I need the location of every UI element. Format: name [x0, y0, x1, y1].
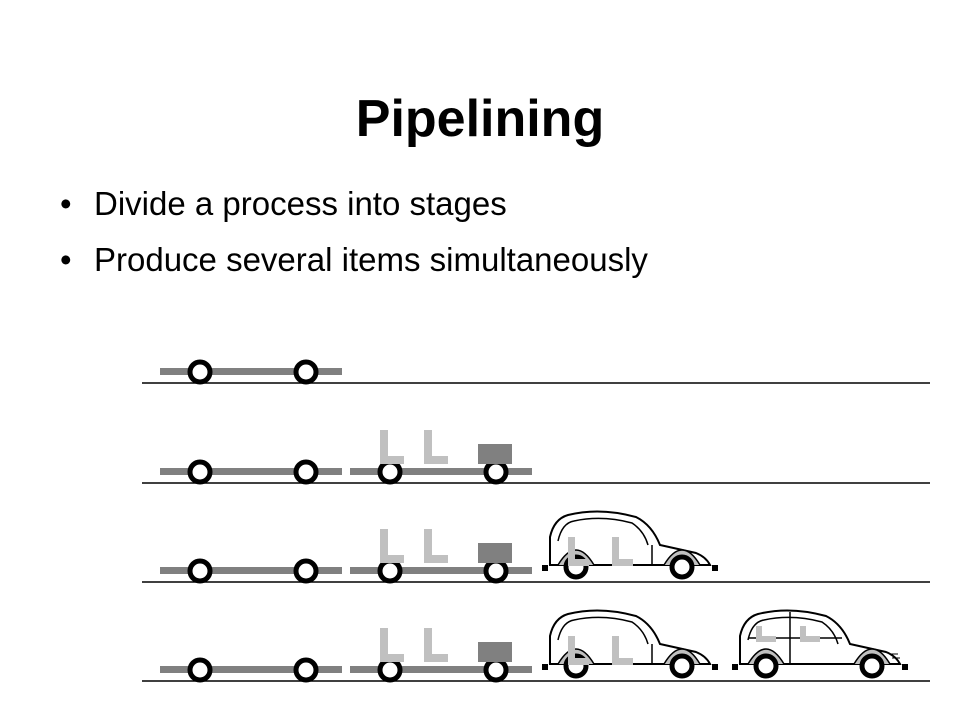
- front-seat: [380, 430, 404, 464]
- stage-chassis: [160, 558, 342, 584]
- wheel: [187, 459, 213, 485]
- front-seat: [380, 628, 404, 662]
- pipeline-row: [142, 359, 930, 385]
- wheel: [859, 653, 885, 679]
- front-bumper: [712, 664, 718, 670]
- engine-block: [478, 543, 512, 563]
- front-seat: [568, 636, 589, 665]
- car-window-line: [557, 517, 649, 546]
- wheel: [293, 359, 319, 385]
- bullet-glyph: •: [60, 185, 72, 222]
- front-bumper: [712, 565, 718, 571]
- wheel: [187, 359, 213, 385]
- rear-seat: [424, 430, 448, 464]
- stage-chassis: [160, 359, 342, 385]
- stage-body: [542, 510, 718, 580]
- headlight: [890, 653, 900, 659]
- front-seat: [380, 529, 404, 563]
- wheel: [669, 554, 695, 580]
- engine-block: [478, 444, 512, 464]
- bullet-text: Produce several items simultaneously: [94, 241, 648, 278]
- pipeline-row: [142, 609, 930, 683]
- stage-seats: [350, 529, 532, 584]
- wheel: [377, 558, 403, 584]
- front-bumper: [902, 664, 908, 670]
- rear-seat: [612, 537, 633, 566]
- pipeline-row: [142, 430, 930, 485]
- stage-body: [542, 609, 718, 679]
- pipeline-row: [142, 510, 930, 584]
- engine-block: [478, 642, 512, 662]
- rear-seat: [800, 626, 820, 642]
- stage-seats: [350, 430, 532, 485]
- bullet-item: • Divide a process into stages: [60, 176, 648, 232]
- bullet-text: Divide a process into stages: [94, 185, 507, 222]
- stage-seats: [350, 628, 532, 683]
- wheel: [753, 653, 779, 679]
- bullet-glyph: •: [60, 241, 72, 278]
- slide-title: Pipelining: [355, 89, 605, 148]
- rear-seat: [612, 636, 633, 665]
- wheel: [483, 657, 509, 683]
- stage-finished-car: [732, 609, 908, 679]
- car-window-line: [747, 616, 839, 645]
- rear-bumper: [542, 664, 548, 670]
- car-window-line: [557, 616, 649, 645]
- chassis-bar: [160, 468, 342, 475]
- chassis-bar: [350, 567, 532, 574]
- bullet-item: • Produce several items simultaneously: [60, 232, 648, 288]
- rear-seat: [424, 628, 448, 662]
- wheel: [669, 653, 695, 679]
- rear-bumper: [732, 664, 738, 670]
- stage-chassis: [160, 657, 342, 683]
- wheel: [293, 459, 319, 485]
- chassis-bar: [350, 468, 532, 475]
- rear-seat: [424, 529, 448, 563]
- wheel: [483, 558, 509, 584]
- wheel: [187, 558, 213, 584]
- wheel: [293, 558, 319, 584]
- front-seat: [756, 626, 776, 642]
- chassis-bar: [350, 666, 532, 673]
- wheel: [377, 459, 403, 485]
- car-body-outline: [549, 609, 712, 665]
- chassis-bar: [160, 666, 342, 673]
- front-seat: [568, 537, 589, 566]
- stage-chassis: [160, 459, 342, 485]
- wheel: [187, 657, 213, 683]
- chassis-bar: [160, 567, 342, 574]
- car-body-outline: [549, 510, 712, 566]
- wheel: [483, 459, 509, 485]
- wheel: [293, 657, 319, 683]
- wheel: [377, 657, 403, 683]
- rear-bumper: [542, 565, 548, 571]
- bullet-list: • Divide a process into stages • Produce s…: [60, 176, 648, 288]
- chassis-bar: [160, 368, 342, 375]
